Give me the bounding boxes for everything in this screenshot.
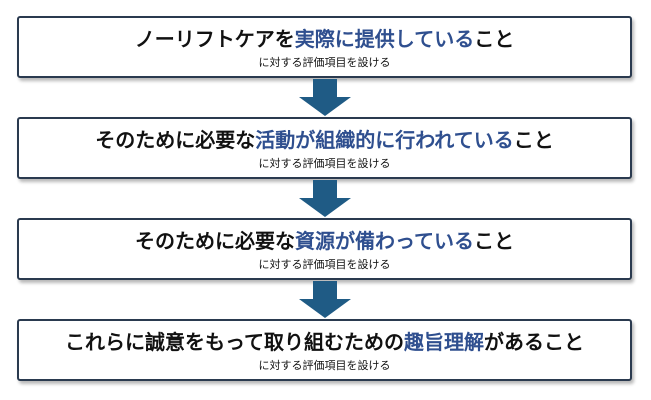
step-box-4: これらに誠意をもって取り組むための趣旨理解があること に対する評価項目を設ける — [17, 319, 632, 381]
step-2-text-pre: そのために必要な — [95, 128, 256, 152]
step-3-heading: そのために必要な資源が備わっていること — [19, 228, 630, 254]
step-3-text-highlight: 資源が備わっている — [295, 229, 474, 253]
step-3-subtext: に対する評価項目を設ける — [258, 258, 391, 271]
step-1-text-highlight: 実際に提供している — [294, 27, 475, 51]
step-1-text-post: こと — [474, 27, 515, 51]
step-4-text-post: があること — [484, 330, 584, 354]
step-4-text-pre: これらに誠意をもって取り組むための — [65, 330, 404, 354]
down-arrow-3-shape — [299, 281, 351, 318]
step-4-subtext: に対する評価項目を設ける — [258, 359, 391, 372]
step-2-text-highlight: 活動が組織的に行われている — [255, 128, 514, 152]
down-arrow-icon — [299, 79, 351, 116]
step-box-1: ノーリフトケアを実際に提供していること に対する評価項目を設ける — [17, 16, 632, 78]
step-1-text-pre: ノーリフトケアを — [134, 27, 295, 51]
step-1-heading: ノーリフトケアを実際に提供していること — [19, 26, 630, 52]
down-arrow-icon — [299, 180, 351, 217]
step-box-3: そのために必要な資源が備わっていること に対する評価項目を設ける — [17, 218, 632, 280]
down-arrow-2-shape — [299, 180, 351, 217]
step-3-text-post: こと — [474, 229, 514, 253]
step-2-heading: そのために必要な活動が組織的に行われていること — [19, 127, 630, 153]
down-arrow-1-shape — [299, 79, 351, 116]
step-4-heading: これらに誠意をもって取り組むための趣旨理解があること — [19, 329, 630, 355]
step-box-2: そのために必要な活動が組織的に行われていること に対する評価項目を設ける — [17, 117, 632, 179]
step-2-text-post: こと — [513, 128, 554, 152]
step-2-subtext: に対する評価項目を設ける — [258, 157, 391, 170]
down-arrow-icon — [299, 281, 351, 318]
step-1-subtext: に対する評価項目を設ける — [258, 56, 391, 69]
step-3-text-pre: そのために必要な — [135, 229, 295, 253]
step-4-text-highlight: 趣旨理解 — [404, 330, 484, 354]
